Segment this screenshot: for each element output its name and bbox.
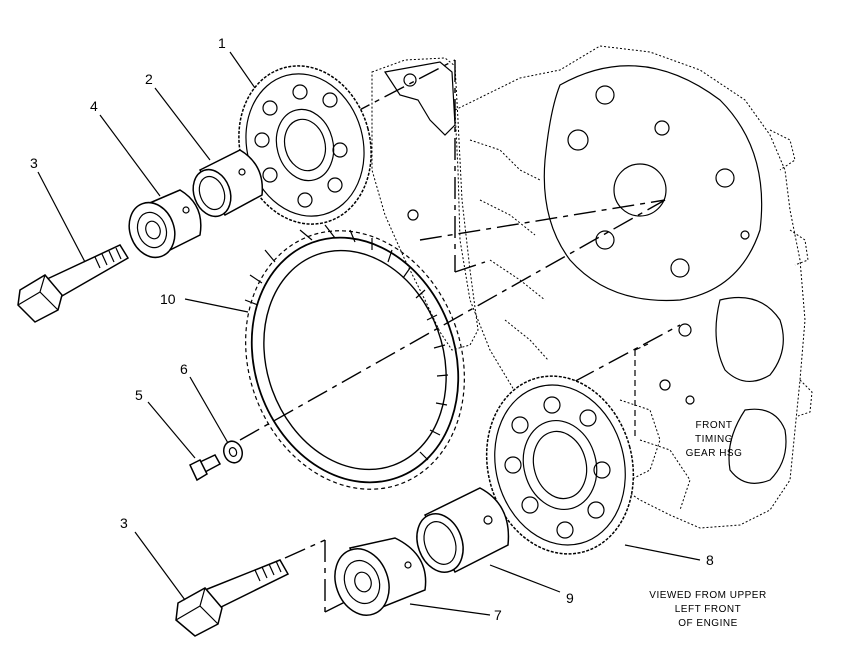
callout-2: 2 xyxy=(145,71,153,87)
view-note: VIEWED FROM UPPER LEFT FRONT OF ENGINE xyxy=(649,590,766,629)
callout-numbers: 1 2 3 4 5 6 10 3 7 8 9 xyxy=(30,35,714,623)
callout-4: 4 xyxy=(90,98,98,114)
callout-3-lower: 3 xyxy=(120,515,128,531)
housing-label-line-2: TIMING xyxy=(695,434,733,445)
part-3-bolt-lower xyxy=(175,559,290,637)
part-7-hub xyxy=(334,537,427,616)
part-3-bolt-upper xyxy=(17,244,130,323)
view-note-line-2: LEFT FRONT xyxy=(675,604,741,615)
callout-9: 9 xyxy=(566,590,574,606)
callout-6: 6 xyxy=(180,361,188,377)
part-1-idler-gear xyxy=(238,65,372,225)
part-6-washer xyxy=(222,440,244,464)
part-4-hub xyxy=(128,189,202,259)
part-9-bushing xyxy=(416,487,510,574)
part-2-bushing xyxy=(192,149,264,218)
view-note-line-1: VIEWED FROM UPPER xyxy=(649,590,766,601)
assembly-center-lines xyxy=(239,59,681,613)
part-8-idler-gear xyxy=(485,375,635,555)
housing-label-line-1: FRONT xyxy=(696,420,733,431)
part-5-small-bolt xyxy=(189,454,222,482)
callout-1: 1 xyxy=(218,35,226,51)
view-note-line-3: OF ENGINE xyxy=(678,618,738,629)
front-timing-gear-housing xyxy=(371,45,813,529)
callout-10: 10 xyxy=(160,291,176,307)
callout-leader-lines xyxy=(37,51,701,616)
part-10-gear-ring xyxy=(244,224,465,490)
callout-8: 8 xyxy=(706,552,714,568)
callout-7: 7 xyxy=(494,607,502,623)
callout-3-upper: 3 xyxy=(30,155,38,171)
housing-label: FRONT TIMING GEAR HSG xyxy=(686,420,743,459)
callout-5: 5 xyxy=(135,387,143,403)
housing-label-line-3: GEAR HSG xyxy=(686,448,743,459)
